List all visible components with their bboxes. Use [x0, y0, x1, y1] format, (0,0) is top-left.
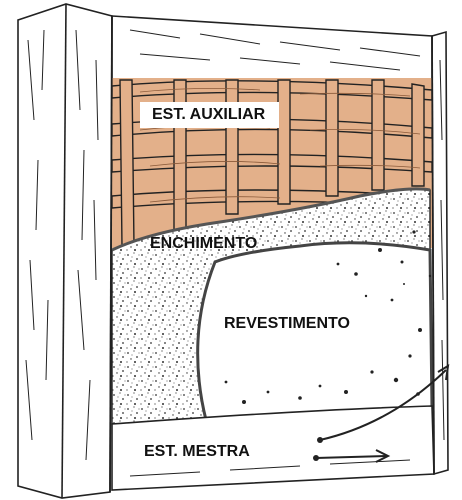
- label-filling: ENCHIMENTO: [150, 235, 258, 252]
- panel-frame: [109, 15, 435, 493]
- label-master-structure: EST. MESTRA: [136, 438, 262, 466]
- left-wooden-post: [17, 3, 113, 499]
- label-coating: REVESTIMENTO: [224, 315, 350, 332]
- label-auxiliary-structure: EST. AUXILIAR: [140, 102, 280, 128]
- bottom-beam: [111, 405, 435, 491]
- top-beam: [111, 15, 433, 81]
